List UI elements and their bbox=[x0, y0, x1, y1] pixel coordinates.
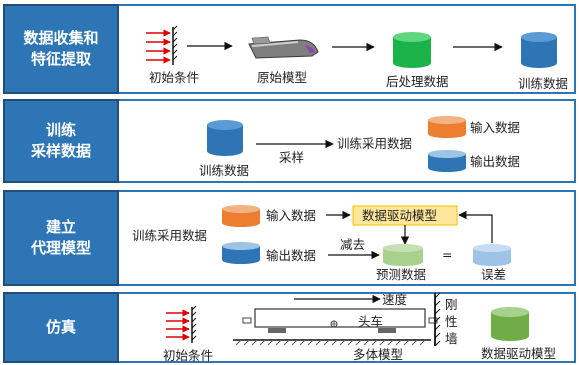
training-data-cylinder-icon bbox=[207, 120, 243, 156]
row-build-surrogate: 建立 代理模型 bbox=[3, 190, 576, 286]
label-input-data: 输入数据 bbox=[470, 120, 520, 135]
initial-conditions-icon bbox=[146, 25, 178, 65]
train-model-icon bbox=[248, 36, 319, 59]
label-subtract: 减去 bbox=[340, 237, 365, 252]
row-frame bbox=[119, 190, 576, 286]
label-sampling: 采样 bbox=[279, 150, 304, 165]
rigid-wall-icon bbox=[434, 292, 441, 347]
label-error: 误差 bbox=[481, 267, 506, 282]
label-multibody-model: 多体模型 bbox=[353, 347, 403, 362]
label-initial-conditions: 初始条件 bbox=[149, 70, 199, 85]
label-rigid-wall-3: 墙 bbox=[445, 331, 458, 346]
row-frame bbox=[119, 99, 576, 183]
label-input-data: 输入数据 bbox=[266, 208, 316, 223]
label-post-processed-data: 后处理数据 bbox=[386, 74, 449, 89]
input-data-cylinder-icon bbox=[428, 116, 466, 138]
label-data-driven-model: 数据驱动模型 bbox=[481, 346, 556, 361]
label-original-model: 原始模型 bbox=[257, 70, 307, 85]
label-speed: 速度 bbox=[382, 292, 408, 307]
row-label-build-surrogate: 建立 代理模型 bbox=[3, 190, 119, 286]
initial-conditions-icon bbox=[166, 305, 197, 343]
label-training-sample-data: 训练采用数据 bbox=[337, 136, 412, 151]
label-rigid-wall-1: 刚 bbox=[445, 297, 458, 312]
error-cylinder-icon bbox=[473, 244, 511, 266]
label-output-data: 输出数据 bbox=[470, 154, 520, 169]
label-output-data: 输出数据 bbox=[266, 248, 316, 263]
input-data-cylinder-icon bbox=[222, 205, 260, 227]
feedback-arrow bbox=[458, 210, 493, 243]
label-training-data: 训练数据 bbox=[199, 163, 249, 178]
row-label-data-collection: 数据收集和 特征提取 bbox=[3, 4, 119, 94]
label-predicted-data: 预测数据 bbox=[376, 267, 426, 282]
row-label-simulation: 仿真 bbox=[3, 292, 119, 363]
post-processed-data-cylinder-icon bbox=[393, 32, 431, 68]
output-data-cylinder-icon bbox=[222, 242, 260, 264]
multibody-car-icon bbox=[233, 308, 438, 346]
row-training-sampling: 训练 采样数据 bbox=[3, 99, 576, 183]
training-data-cylinder-icon bbox=[521, 32, 557, 68]
label-initial-conditions: 初始条件 bbox=[163, 348, 213, 363]
label-training-sample-data: 训练采用数据 bbox=[132, 228, 207, 243]
label-data-driven-model: 数据驱动模型 bbox=[362, 208, 437, 223]
label-equals: = bbox=[442, 247, 452, 262]
data-driven-model-cylinder-icon bbox=[491, 307, 529, 341]
label-rigid-wall-2: 性 bbox=[445, 314, 458, 329]
row-label-training-sampling: 训练 采样数据 bbox=[3, 99, 119, 183]
label-head-car: 头车 bbox=[358, 314, 383, 329]
label-training-data: 训练数据 bbox=[518, 76, 568, 91]
predicted-data-cylinder-icon bbox=[383, 244, 423, 266]
output-data-cylinder-icon bbox=[428, 150, 466, 172]
